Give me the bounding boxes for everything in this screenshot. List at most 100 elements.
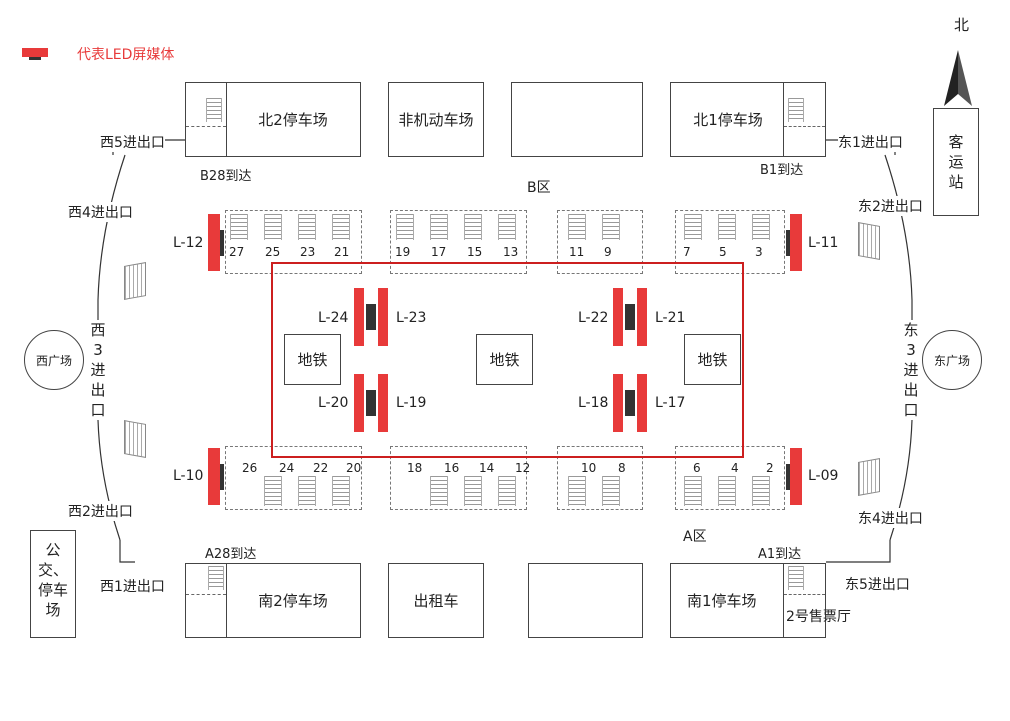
- led-l10-mount: [220, 464, 224, 490]
- stair-top-1: [264, 214, 282, 240]
- exit-east1: 东1进出口: [838, 132, 903, 152]
- platform-num-top-2: 23: [300, 245, 316, 259]
- stair-bottom-10: [752, 476, 770, 506]
- led-l21: [637, 288, 647, 346]
- platform-num-bottom-12: 2: [766, 461, 774, 475]
- platform-num-top-10: 7: [683, 245, 691, 259]
- exit-west2: 西2进出口: [68, 501, 133, 521]
- east-ramp-upper: [858, 222, 880, 260]
- ticket-hall-2: 2号售票厅: [786, 609, 851, 625]
- platform-num-top-9: 9: [604, 245, 612, 259]
- platform-group-bottom-3: [557, 446, 643, 510]
- compass-label: 北: [954, 16, 970, 34]
- stair-top-12: [752, 214, 770, 240]
- platform-num-bottom-0: 26: [242, 461, 258, 475]
- south1-dash: [784, 594, 825, 595]
- stair-top-0: [230, 214, 248, 240]
- legend-led-swatch: [22, 48, 48, 57]
- platform-num-top-3: 21: [334, 245, 350, 259]
- arrival-b1: B1到达: [760, 163, 804, 178]
- platform-num-top-11: 5: [719, 245, 727, 259]
- arrival-a28: A28到达: [205, 547, 257, 562]
- north2-parking-label: 北2停车场: [258, 111, 328, 129]
- led-l18-l17-mount: [625, 390, 635, 416]
- platform-num-bottom-7: 12: [515, 461, 531, 475]
- north1-divider: [783, 82, 784, 157]
- blank-building-south: [528, 563, 643, 638]
- platform-group-top-1: [225, 210, 362, 274]
- stair-top-6: [464, 214, 482, 240]
- stair-bottom-1: [298, 476, 316, 506]
- stair-top-10: [684, 214, 702, 240]
- legend-label: 代表LED屏媒体: [77, 47, 175, 63]
- bus-parking-label: 公交、停车场: [38, 541, 69, 619]
- north2-stairs: [206, 98, 222, 122]
- label-l19: L-19: [396, 395, 427, 411]
- stair-top-5: [430, 214, 448, 240]
- led-l24-l23-mount: [366, 304, 376, 330]
- metro-center: 地铁: [476, 334, 533, 385]
- platform-num-top-1: 25: [265, 245, 281, 259]
- north1-stairs: [788, 98, 804, 122]
- north2-divider: [226, 82, 227, 157]
- south1-parking-label: 南1停车场: [687, 592, 757, 610]
- platform-num-top-6: 15: [467, 245, 483, 259]
- stair-bottom-0: [264, 476, 282, 506]
- led-l18: [613, 374, 623, 432]
- zone-a: A区: [683, 529, 707, 545]
- stair-bottom-4: [464, 476, 482, 506]
- exit-west3: 西3进出口: [88, 320, 108, 420]
- stair-bottom-8: [684, 476, 702, 506]
- platform-num-bottom-11: 4: [731, 461, 739, 475]
- label-l18: L-18: [578, 395, 609, 411]
- led-l22-l21-mount: [625, 304, 635, 330]
- stair-top-4: [396, 214, 414, 240]
- bus-parking: [30, 530, 76, 638]
- platform-num-top-8: 11: [569, 245, 585, 259]
- north2-dash: [186, 126, 226, 127]
- platform-num-bottom-4: 18: [407, 461, 423, 475]
- exit-west5: 西5进出口: [100, 132, 165, 152]
- platform-num-bottom-9: 8: [618, 461, 626, 475]
- exit-west4: 西4进出口: [68, 202, 133, 222]
- label-l23: L-23: [396, 310, 427, 326]
- south2-parking-label: 南2停车场: [258, 592, 328, 610]
- stair-bottom-3: [430, 476, 448, 506]
- led-l09: [790, 448, 802, 505]
- platform-num-bottom-3: 20: [346, 461, 362, 475]
- led-l09-mount: [786, 464, 790, 490]
- led-l20-l19-mount: [366, 390, 376, 416]
- platform-num-top-5: 17: [431, 245, 447, 259]
- platform-group-top-3: [557, 210, 643, 274]
- arrival-b28: B28到达: [200, 169, 252, 184]
- platform-group-top-4: [675, 210, 785, 274]
- east-plaza: 东广场: [922, 330, 982, 390]
- bus-station-label: 客运站: [948, 133, 964, 191]
- platform-num-top-12: 3: [755, 245, 763, 259]
- stair-bottom-7: [602, 476, 620, 506]
- platform-num-bottom-10: 6: [693, 461, 701, 475]
- north2-parking: 北2停车场: [185, 82, 361, 157]
- exit-east3: 东3进出口: [901, 320, 921, 420]
- label-l24: L-24: [318, 310, 349, 326]
- south2-divider: [226, 563, 227, 638]
- blank-building-north: [511, 82, 643, 157]
- stair-bottom-9: [718, 476, 736, 506]
- south2-dash: [186, 594, 226, 595]
- led-l17: [637, 374, 647, 432]
- stair-top-2: [298, 214, 316, 240]
- platform-num-top-4: 19: [395, 245, 411, 259]
- stair-top-9: [602, 214, 620, 240]
- east-ramp-lower: [858, 458, 880, 496]
- stair-top-11: [718, 214, 736, 240]
- platform-num-bottom-6: 14: [479, 461, 495, 475]
- led-l12: [208, 214, 220, 271]
- exit-east2: 东2进出口: [858, 196, 923, 216]
- west-plaza: 西广场: [24, 330, 84, 390]
- north1-dash: [784, 126, 825, 127]
- label-l10: L-10: [173, 468, 204, 484]
- exit-east5: 东5进出口: [845, 574, 910, 594]
- legend-led-swatch-base: [29, 57, 41, 60]
- led-l10: [208, 448, 220, 505]
- platform-num-bottom-5: 16: [444, 461, 460, 475]
